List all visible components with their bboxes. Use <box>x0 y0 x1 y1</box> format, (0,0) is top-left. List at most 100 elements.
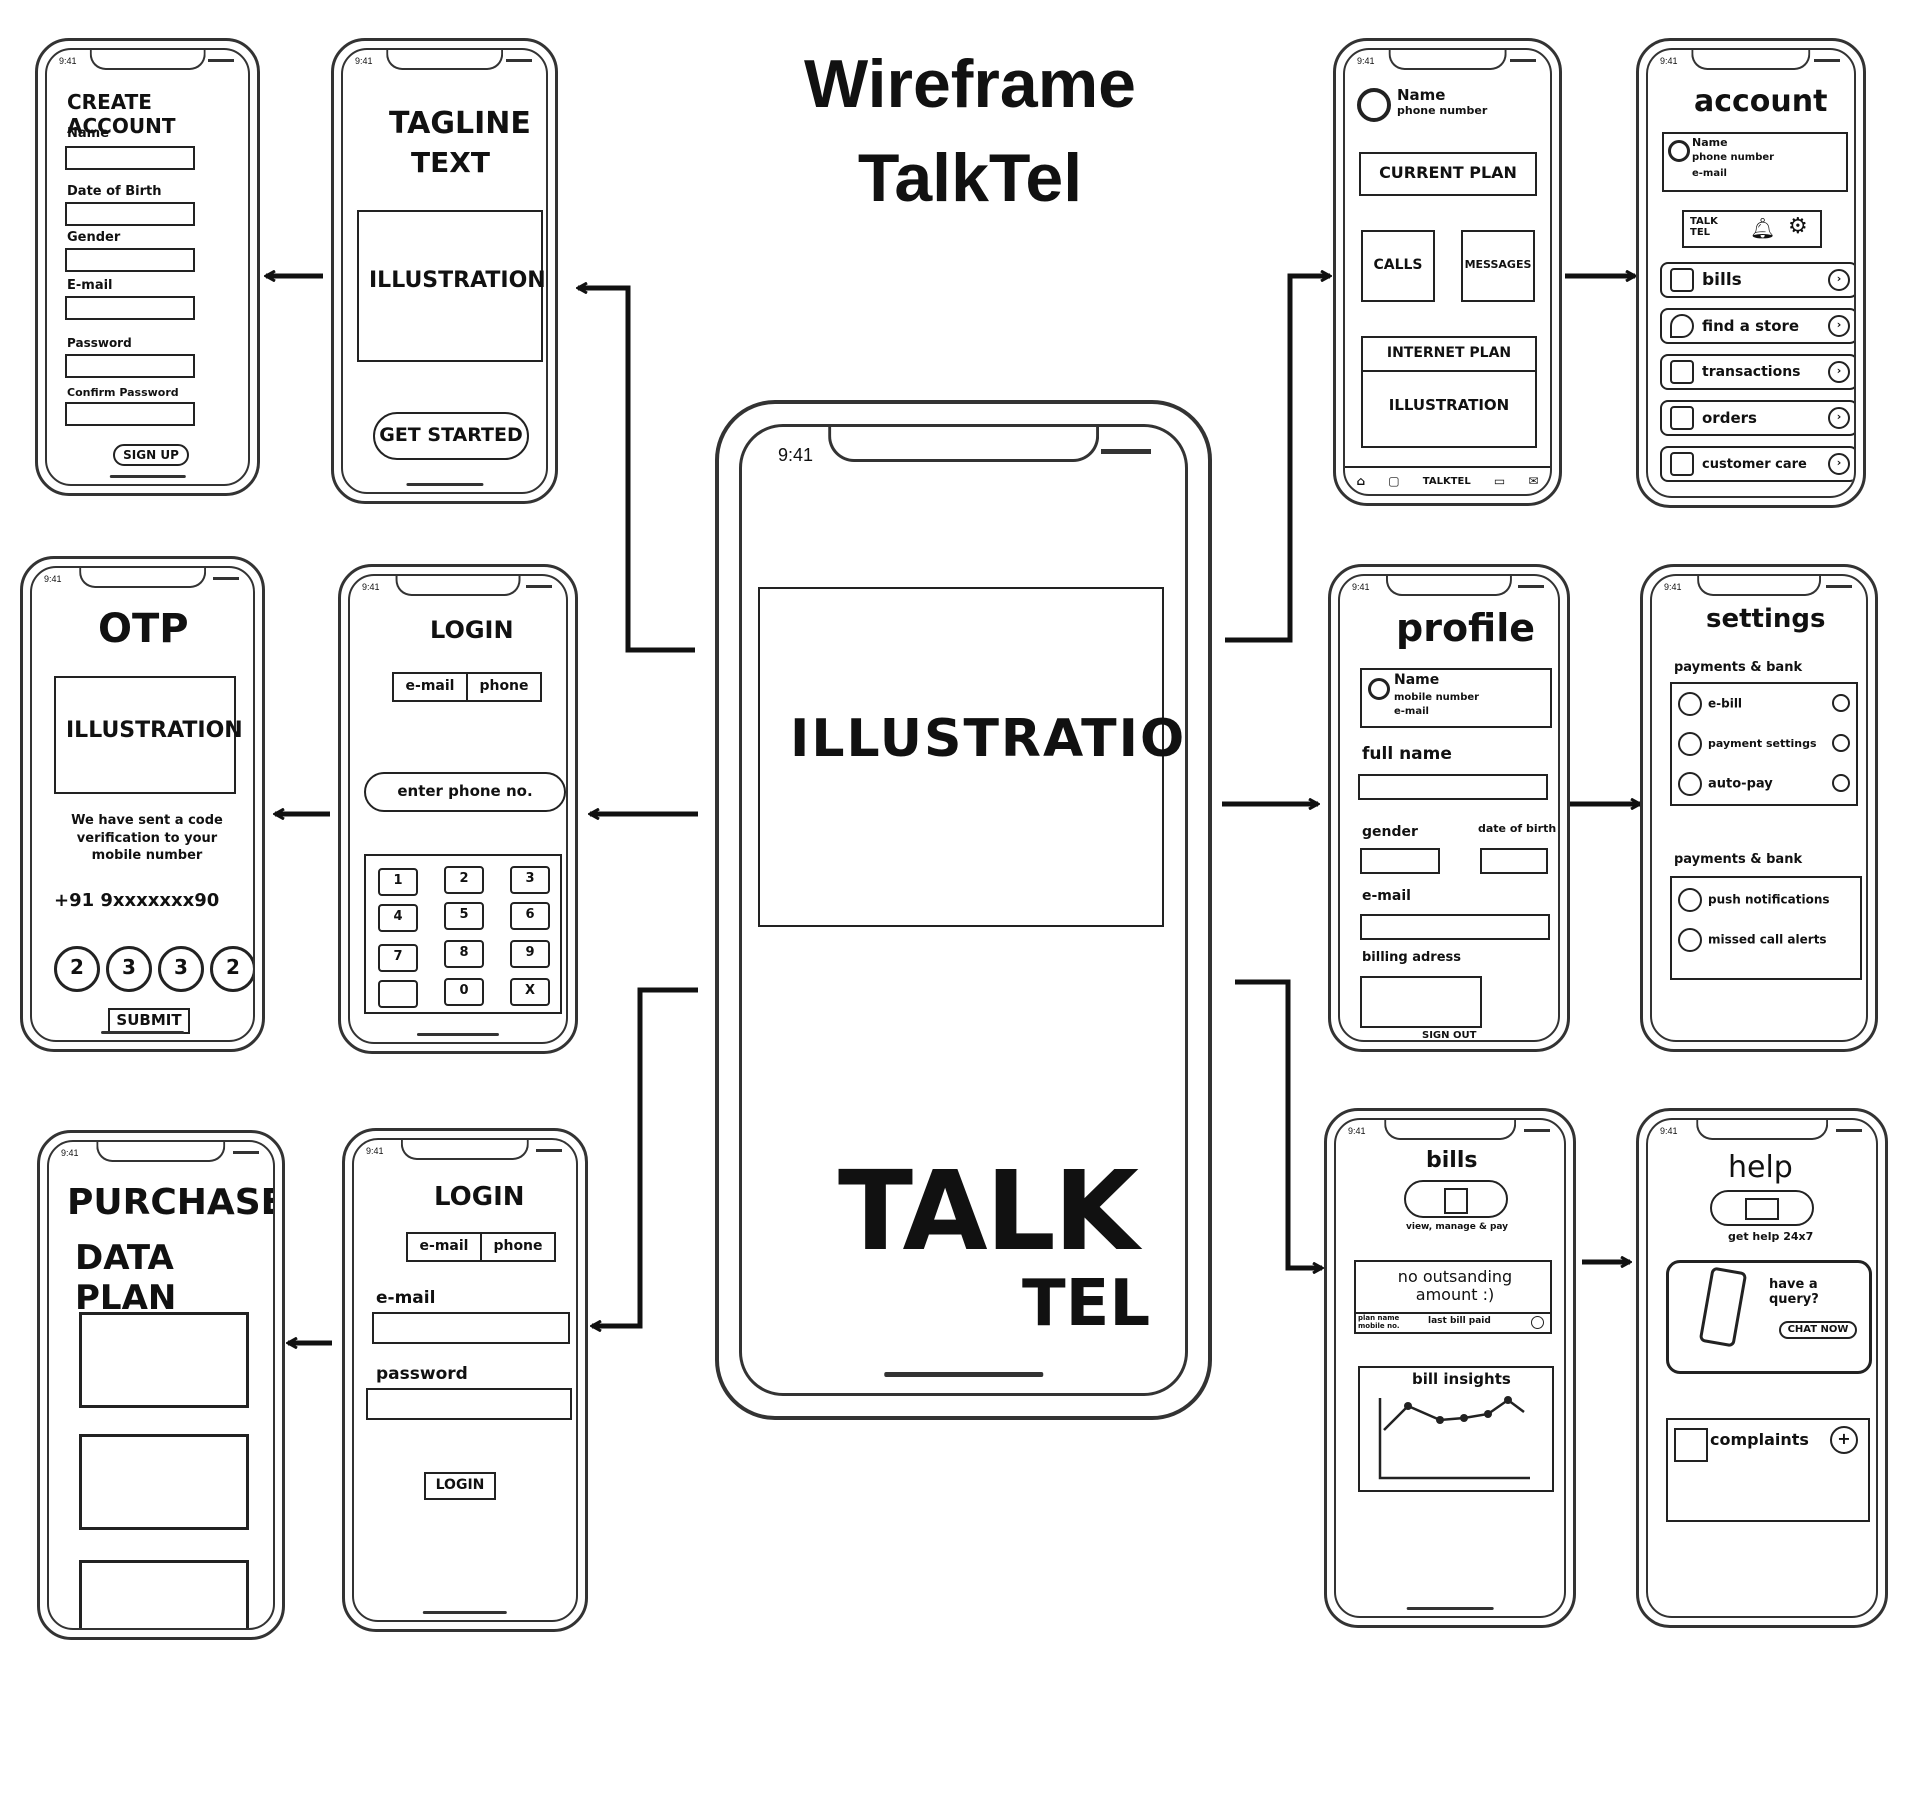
key-5[interactable]: 5 <box>444 902 484 930</box>
password-input[interactable] <box>366 1388 572 1420</box>
setting-missed-call[interactable]: missed call alerts <box>1678 928 1827 952</box>
help-heading: help <box>1728 1150 1793 1185</box>
chevron-right-icon: › <box>1828 269 1850 291</box>
billing-input[interactable] <box>1360 976 1482 1028</box>
key-4[interactable]: 4 <box>378 904 418 932</box>
key-1[interactable]: 1 <box>378 868 418 896</box>
key-2[interactable]: 2 <box>444 866 484 894</box>
gear-icon[interactable]: ⚙ <box>1788 214 1808 239</box>
chevron-right-icon: › <box>1828 361 1850 383</box>
bill-insights-chart <box>1378 1396 1530 1480</box>
bell-icon[interactable]: 🔔︎ <box>1750 216 1776 240</box>
query-card[interactable]: have a query? CHAT NOW <box>1666 1260 1872 1374</box>
setting-autopay[interactable]: auto-pay <box>1678 772 1850 796</box>
headset-icon <box>1670 452 1694 476</box>
login-button[interactable]: LOGIN <box>424 1472 496 1500</box>
otp-digit-1[interactable]: 2 <box>54 946 100 992</box>
bills-icon-pill[interactable] <box>1404 1180 1508 1218</box>
status-time: 9:41 <box>1660 56 1678 66</box>
add-icon[interactable]: + <box>1830 1426 1858 1454</box>
chevron-right-icon <box>1832 734 1850 752</box>
chat-now-button[interactable]: CHAT NOW <box>1779 1321 1857 1339</box>
menu-bills[interactable]: bills› <box>1660 262 1854 298</box>
key-6[interactable]: 6 <box>510 902 550 930</box>
confirm-password-label: Confirm Password <box>67 386 179 399</box>
bill-status-card[interactable]: no outsanding amount :) plan name mobile… <box>1354 1260 1552 1334</box>
menu-find-store[interactable]: find a store› <box>1660 308 1854 344</box>
get-started-button[interactable]: GET STARTED <box>373 412 529 460</box>
internet-plan-card[interactable]: INTERNET PLAN ILLUSTRATION <box>1361 336 1537 448</box>
status-time: 9:41 <box>59 56 77 66</box>
otp-digit-3[interactable]: 3 <box>158 946 204 992</box>
setting-push[interactable]: push notifications <box>1678 888 1830 912</box>
dob-input[interactable] <box>1480 848 1548 874</box>
key-blank[interactable] <box>378 980 418 1008</box>
menu-label: transactions <box>1702 364 1801 380</box>
login-email-phone: 9:41 LOGIN e-mail phone e-mail password … <box>342 1128 588 1632</box>
gender-input[interactable] <box>1360 848 1440 874</box>
sign-up-button[interactable]: SIGN UP <box>113 444 189 466</box>
dob-field[interactable] <box>65 202 195 226</box>
current-plan-card[interactable]: CURRENT PLAN <box>1359 152 1537 196</box>
plan-card-1[interactable] <box>79 1312 249 1408</box>
avatar <box>1368 678 1390 700</box>
bills-heading: bills <box>1426 1148 1478 1173</box>
setting-ebill[interactable]: e-bill <box>1678 692 1850 716</box>
key-9[interactable]: 9 <box>510 940 550 968</box>
profile-card[interactable]: Name mobile number e-mail <box>1360 668 1552 728</box>
calls-card[interactable]: CALLS <box>1361 230 1435 302</box>
sign-out-link[interactable]: SIGN OUT <box>1422 1030 1477 1041</box>
arrow-to-tagline <box>578 288 695 653</box>
phone-number-input[interactable]: enter phone no. <box>364 772 566 812</box>
name-field[interactable] <box>65 146 195 170</box>
otp-digit-2[interactable]: 3 <box>106 946 152 992</box>
tab-phone[interactable]: phone <box>479 678 529 694</box>
chat-icon[interactable]: ✉ <box>1528 474 1539 488</box>
setting-payment[interactable]: payment settings <box>1678 732 1850 756</box>
key-0[interactable]: 0 <box>444 978 484 1006</box>
email-input[interactable] <box>372 1312 570 1344</box>
status-time: 9:41 <box>355 56 373 66</box>
otp-digit-4[interactable]: 2 <box>210 946 253 992</box>
box-icon[interactable]: ▢ <box>1388 474 1400 488</box>
menu-transactions[interactable]: transactions › <box>1660 354 1854 390</box>
bill-insights-card: bill insights <box>1358 1366 1554 1492</box>
email-field[interactable] <box>65 296 195 320</box>
messages-card[interactable]: MESSAGES <box>1461 230 1535 302</box>
menu-customer-care[interactable]: customer care› <box>1660 446 1854 482</box>
account-profile-card[interactable]: Name phone number e-mail <box>1662 132 1848 192</box>
home-icon[interactable]: ⌂ <box>1356 474 1366 488</box>
key-7[interactable]: 7 <box>378 944 418 972</box>
full-name-input[interactable] <box>1358 774 1548 800</box>
login-tabs: e-mail phone <box>406 1232 556 1262</box>
tab-phone[interactable]: phone <box>493 1238 543 1254</box>
store-icon[interactable]: ▭ <box>1493 474 1506 488</box>
chevron-right-icon <box>1832 694 1850 712</box>
chevron-right-icon[interactable] <box>1531 1316 1544 1329</box>
tab-brand[interactable]: TALKTEL <box>1422 475 1471 487</box>
complaints-label: complaints <box>1710 1430 1809 1449</box>
key-3[interactable]: 3 <box>510 866 550 894</box>
help-icon-pill[interactable] <box>1710 1190 1814 1226</box>
key-8[interactable]: 8 <box>444 940 484 968</box>
bill-footer: plan name mobile no. last bill paid <box>1356 1312 1550 1332</box>
key-delete[interactable]: X <box>510 978 550 1006</box>
plan-card-3[interactable] <box>79 1560 249 1628</box>
tab-email[interactable]: e-mail <box>394 674 468 700</box>
account-heading: account <box>1694 84 1828 119</box>
confirm-password-field[interactable] <box>65 402 195 426</box>
gender-label: gender <box>1362 824 1418 840</box>
tagline-phone: 9:41 TAGLINE TEXT ILLUSTRATION GET START… <box>331 38 558 504</box>
menu-orders[interactable]: orders› <box>1660 400 1854 436</box>
otp-heading: OTP <box>98 606 189 652</box>
user-mobile: mobile number <box>1394 692 1480 703</box>
title-line-2: TalkTel <box>857 139 1083 216</box>
email-input[interactable] <box>1360 914 1550 940</box>
password-field[interactable] <box>65 354 195 378</box>
plan-card-2[interactable] <box>79 1434 249 1530</box>
tab-email[interactable]: e-mail <box>408 1234 482 1260</box>
section2-card: push notifications missed call alerts <box>1670 876 1862 980</box>
gender-field[interactable] <box>65 248 195 272</box>
password-label: Password <box>67 336 132 350</box>
complaints-card[interactable]: complaints + <box>1666 1418 1870 1522</box>
